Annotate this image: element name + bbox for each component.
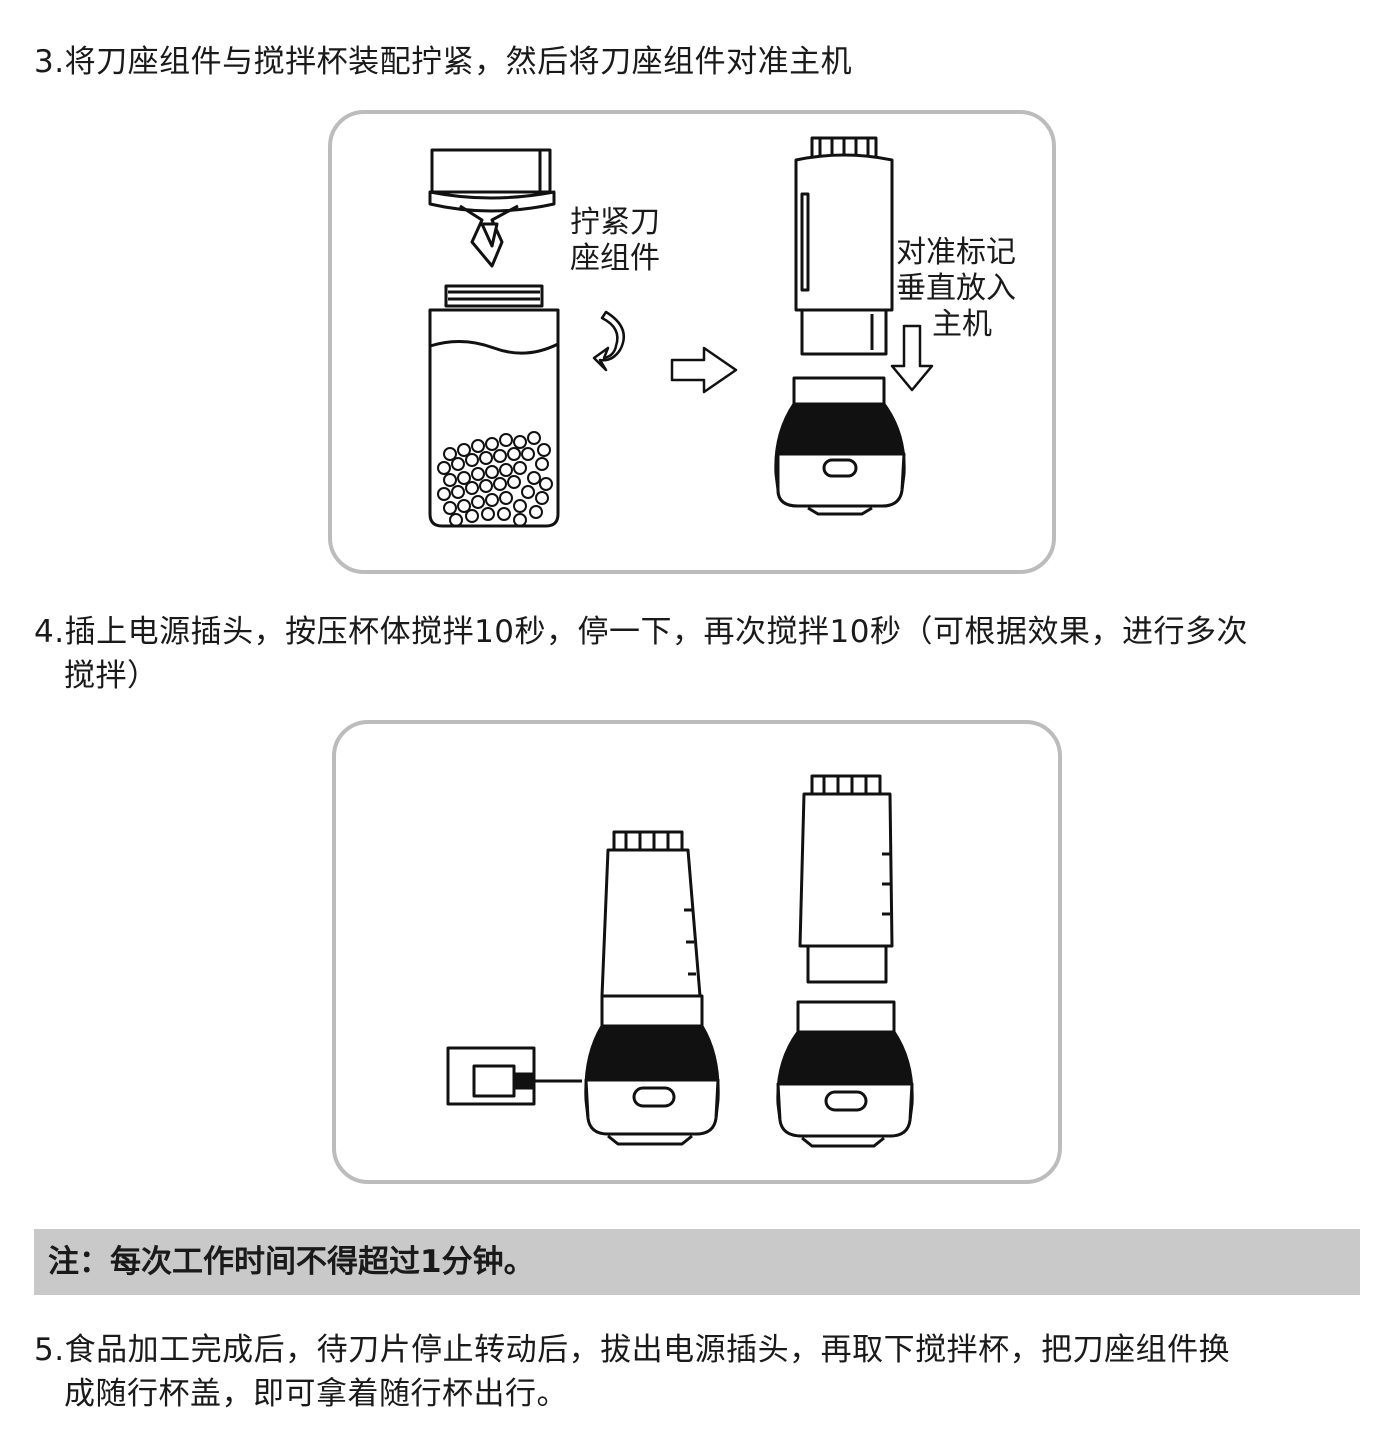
step-5-text: 5.食品加工完成后，待刀片停止转动后，拔出电源插头，再取下搅拌杯，把刀座组件换 … <box>34 1328 1230 1416</box>
blade-assembly-icon <box>428 148 556 268</box>
motor-base-icon <box>774 376 906 516</box>
food-beads-icon <box>437 431 553 527</box>
step-4-line1: 4.插上电源插头，按压杯体搅拌10秒，停一下，再次搅拌10秒（可根据效果，进行多… <box>34 614 1248 650</box>
step-4-text: 4.插上电源插头，按压杯体搅拌10秒，停一下，再次搅拌10秒（可根据效果，进行多… <box>34 610 1248 698</box>
rotate-arrow-icon <box>592 310 625 372</box>
figure-blending-panel <box>332 720 1062 1184</box>
inverted-jar-icon <box>794 136 894 356</box>
step-3-text: 3.将刀座组件与搅拌杯装配拧紧，然后将刀座组件对准主机 <box>34 44 853 80</box>
figure-assembly-panel: 拧紧刀 座组件 对准标记 垂直放入 主机 <box>328 110 1056 574</box>
wall-socket-icon <box>446 1046 582 1106</box>
assembly-illustration: 拧紧刀 座组件 对准标记 垂直放入 主机 <box>428 136 1016 528</box>
note-text: 注：每次工作时间不得超过1分钟。 <box>48 1244 535 1280</box>
separated-blender-icon <box>776 774 914 1148</box>
align-label-line1: 对准标记 <box>896 235 1016 270</box>
align-label-line2: 垂直放入 <box>896 271 1016 306</box>
right-arrow-icon <box>670 346 738 394</box>
note-bar: 注：每次工作时间不得超过1分钟。 <box>34 1229 1360 1295</box>
step-5-line2: 成随行杯盖，即可拿着随行杯出行。 <box>64 1376 568 1412</box>
step-5-line1: 5.食品加工完成后，待刀片停止转动后，拔出电源插头，再取下搅拌杯，把刀座组件换 <box>34 1332 1231 1368</box>
align-label-line3: 主机 <box>932 307 992 342</box>
tighten-label-line2: 座组件 <box>570 241 660 276</box>
step-4-line2: 搅拌） <box>64 658 159 694</box>
assembled-blender-icon <box>584 830 720 1146</box>
down-arrow-icon <box>890 324 934 392</box>
tighten-label-line1: 拧紧刀 <box>570 205 660 240</box>
blending-illustration <box>446 774 914 1148</box>
